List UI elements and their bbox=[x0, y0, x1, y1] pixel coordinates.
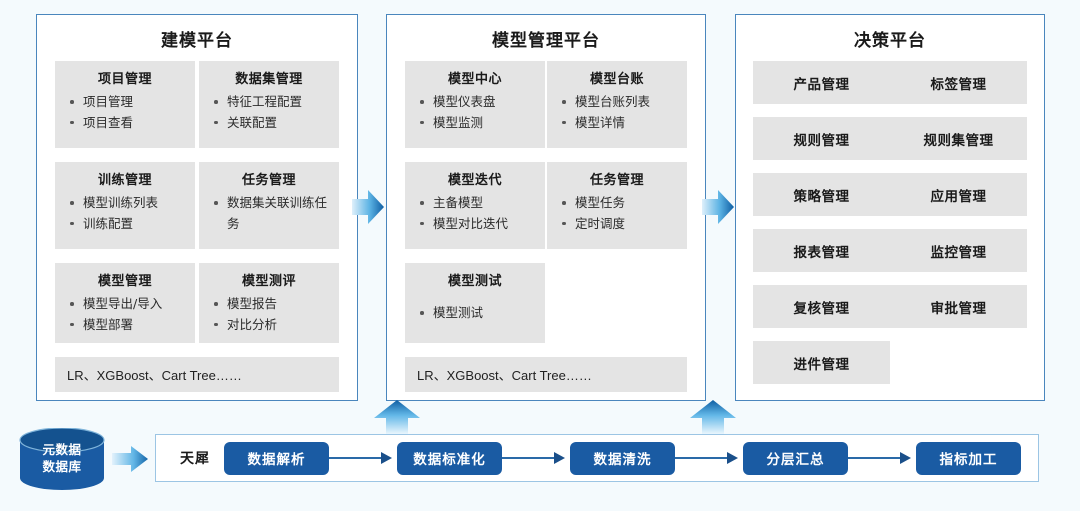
flow-arrow-up-icon bbox=[374, 400, 420, 434]
panel-title-modeling: 建模平台 bbox=[161, 31, 233, 51]
decision-tile[interactable]: 监控管理 bbox=[890, 229, 1027, 272]
module-item[interactable]: 模型详情 bbox=[562, 113, 677, 134]
decision-tile-placeholder bbox=[890, 341, 1027, 384]
module-card-title: 模型测评 bbox=[241, 274, 296, 289]
module-card-title: 任务管理 bbox=[241, 173, 296, 188]
decision-tile[interactable]: 进件管理 bbox=[753, 341, 890, 384]
module-card-title: 模型测试 bbox=[447, 274, 502, 289]
module-item[interactable]: 模型报告 bbox=[214, 294, 329, 315]
module-row: 模型迭代 主备模型 模型对比迭代 任务管理 模型任务 定时调度 bbox=[387, 162, 705, 263]
pipeline-label: 天犀 bbox=[180, 451, 210, 467]
pipeline-node[interactable]: 分层汇总 bbox=[743, 441, 848, 475]
module-card-placeholder bbox=[547, 263, 687, 343]
module-item[interactable]: 模型任务 bbox=[562, 193, 677, 214]
module-row: 项目管理 项目管理 项目查看 数据集管理 特征工程配置 关联配置 bbox=[37, 61, 357, 162]
decision-tile[interactable]: 复核管理 bbox=[753, 285, 890, 328]
module-item[interactable]: 项目管理 bbox=[70, 92, 185, 113]
module-card[interactable]: 训练管理 模型训练列表 训练配置 bbox=[55, 162, 195, 249]
pipeline-connector-arrow-icon bbox=[675, 452, 743, 464]
module-card[interactable]: 模型测试 模型测试 bbox=[405, 263, 545, 343]
pipeline-node[interactable]: 数据清洗 bbox=[570, 441, 675, 475]
module-card-title: 训练管理 bbox=[97, 173, 152, 188]
module-card-title: 模型迭代 bbox=[447, 173, 502, 188]
decision-tile[interactable]: 应用管理 bbox=[890, 173, 1027, 216]
pipeline-connector-arrow-icon bbox=[329, 452, 397, 464]
module-card[interactable]: 模型台账 模型台账列表 模型详情 bbox=[547, 61, 687, 148]
module-card[interactable]: 任务管理 数据集关联训练任务 bbox=[199, 162, 339, 249]
decision-tile[interactable]: 标签管理 bbox=[890, 61, 1027, 104]
flow-arrow-up-icon bbox=[690, 400, 736, 434]
module-item[interactable]: 特征工程配置 bbox=[214, 92, 329, 113]
module-card[interactable]: 模型管理 模型导出/导入 模型部署 bbox=[55, 263, 195, 343]
module-item[interactable]: 模型导出/导入 bbox=[70, 294, 185, 315]
module-item[interactable]: 模型测试 bbox=[420, 303, 535, 324]
module-card[interactable]: 数据集管理 特征工程配置 关联配置 bbox=[199, 61, 339, 148]
module-card-title: 模型中心 bbox=[447, 72, 502, 87]
module-item[interactable]: 对比分析 bbox=[214, 315, 329, 336]
datasource-arrow-icon bbox=[112, 446, 148, 472]
module-item[interactable]: 主备模型 bbox=[420, 193, 535, 214]
decision-tile[interactable]: 报表管理 bbox=[753, 229, 890, 272]
module-row: 模型管理 模型导出/导入 模型部署 模型测评 模型报告 对比分析 bbox=[37, 263, 357, 357]
module-card[interactable]: 模型中心 模型仪表盘 模型监测 bbox=[405, 61, 545, 148]
module-item[interactable]: 模型训练列表 bbox=[70, 193, 185, 214]
etl-pipeline: 天犀 数据解析 数据标准化 数据清洗 分层汇总 指标加工 bbox=[155, 434, 1039, 482]
database-cylinder-icon: 元数据 数据库 bbox=[18, 427, 106, 490]
module-item[interactable]: 模型对比迭代 bbox=[420, 214, 535, 235]
pipeline-node[interactable]: 数据解析 bbox=[224, 441, 329, 475]
module-card-title: 任务管理 bbox=[589, 173, 644, 188]
decision-tile-grid: 产品管理 标签管理 规则管理 规则集管理 策略管理 应用管理 报表管理 监控管理… bbox=[736, 61, 1044, 397]
algorithm-strip: LR、XGBoost、Cart Tree…… bbox=[55, 357, 339, 392]
module-card[interactable]: 模型测评 模型报告 对比分析 bbox=[199, 263, 339, 343]
module-card[interactable]: 模型迭代 主备模型 模型对比迭代 bbox=[405, 162, 545, 249]
module-item[interactable]: 项目查看 bbox=[70, 113, 185, 134]
decision-tile[interactable]: 规则集管理 bbox=[890, 117, 1027, 160]
panel-title-decision: 决策平台 bbox=[854, 31, 926, 51]
module-row: 模型测试 模型测试 bbox=[387, 263, 705, 357]
module-item[interactable]: 定时调度 bbox=[562, 214, 677, 235]
module-item[interactable]: 模型监测 bbox=[420, 113, 535, 134]
decision-tile[interactable]: 策略管理 bbox=[753, 173, 890, 216]
module-card-title: 项目管理 bbox=[97, 72, 152, 87]
pipeline-connector-arrow-icon bbox=[502, 452, 570, 464]
module-item[interactable]: 数据集关联训练任务 bbox=[214, 193, 329, 234]
module-item[interactable]: 模型台账列表 bbox=[562, 92, 677, 113]
flow-arrow-right-icon bbox=[352, 190, 384, 224]
module-card-title: 模型管理 bbox=[97, 274, 152, 289]
platform-panel-modeling: 建模平台 项目管理 项目管理 项目查看 数据集管理 特征工程配置 关联配置 训练… bbox=[36, 14, 358, 401]
module-item[interactable]: 模型仪表盘 bbox=[420, 92, 535, 113]
pipeline-node[interactable]: 数据标准化 bbox=[397, 441, 502, 475]
module-card[interactable]: 任务管理 模型任务 定时调度 bbox=[547, 162, 687, 249]
panel-title-model-management: 模型管理平台 bbox=[492, 31, 600, 51]
platform-panel-decision: 决策平台 产品管理 标签管理 规则管理 规则集管理 策略管理 应用管理 报表管理… bbox=[735, 14, 1045, 401]
module-item[interactable]: 模型部署 bbox=[70, 315, 185, 336]
module-card-title: 数据集管理 bbox=[235, 72, 303, 87]
module-card[interactable]: 项目管理 项目管理 项目查看 bbox=[55, 61, 195, 148]
module-item[interactable]: 训练配置 bbox=[70, 214, 185, 235]
module-card-title: 模型台账 bbox=[589, 72, 644, 87]
platform-panel-model-management: 模型管理平台 模型中心 模型仪表盘 模型监测 模型台账 模型台账列表 模型详情 … bbox=[386, 14, 706, 401]
module-row: 模型中心 模型仪表盘 模型监测 模型台账 模型台账列表 模型详情 bbox=[387, 61, 705, 162]
pipeline-connector-arrow-icon bbox=[848, 452, 916, 464]
pipeline-node[interactable]: 指标加工 bbox=[916, 441, 1021, 475]
decision-tile[interactable]: 审批管理 bbox=[890, 285, 1027, 328]
decision-tile[interactable]: 规则管理 bbox=[753, 117, 890, 160]
algorithm-strip: LR、XGBoost、Cart Tree…… bbox=[405, 357, 687, 392]
decision-tile[interactable]: 产品管理 bbox=[753, 61, 890, 104]
module-item[interactable]: 关联配置 bbox=[214, 113, 329, 134]
module-row: 训练管理 模型训练列表 训练配置 任务管理 数据集关联训练任务 bbox=[37, 162, 357, 263]
flow-arrow-right-icon bbox=[702, 190, 734, 224]
